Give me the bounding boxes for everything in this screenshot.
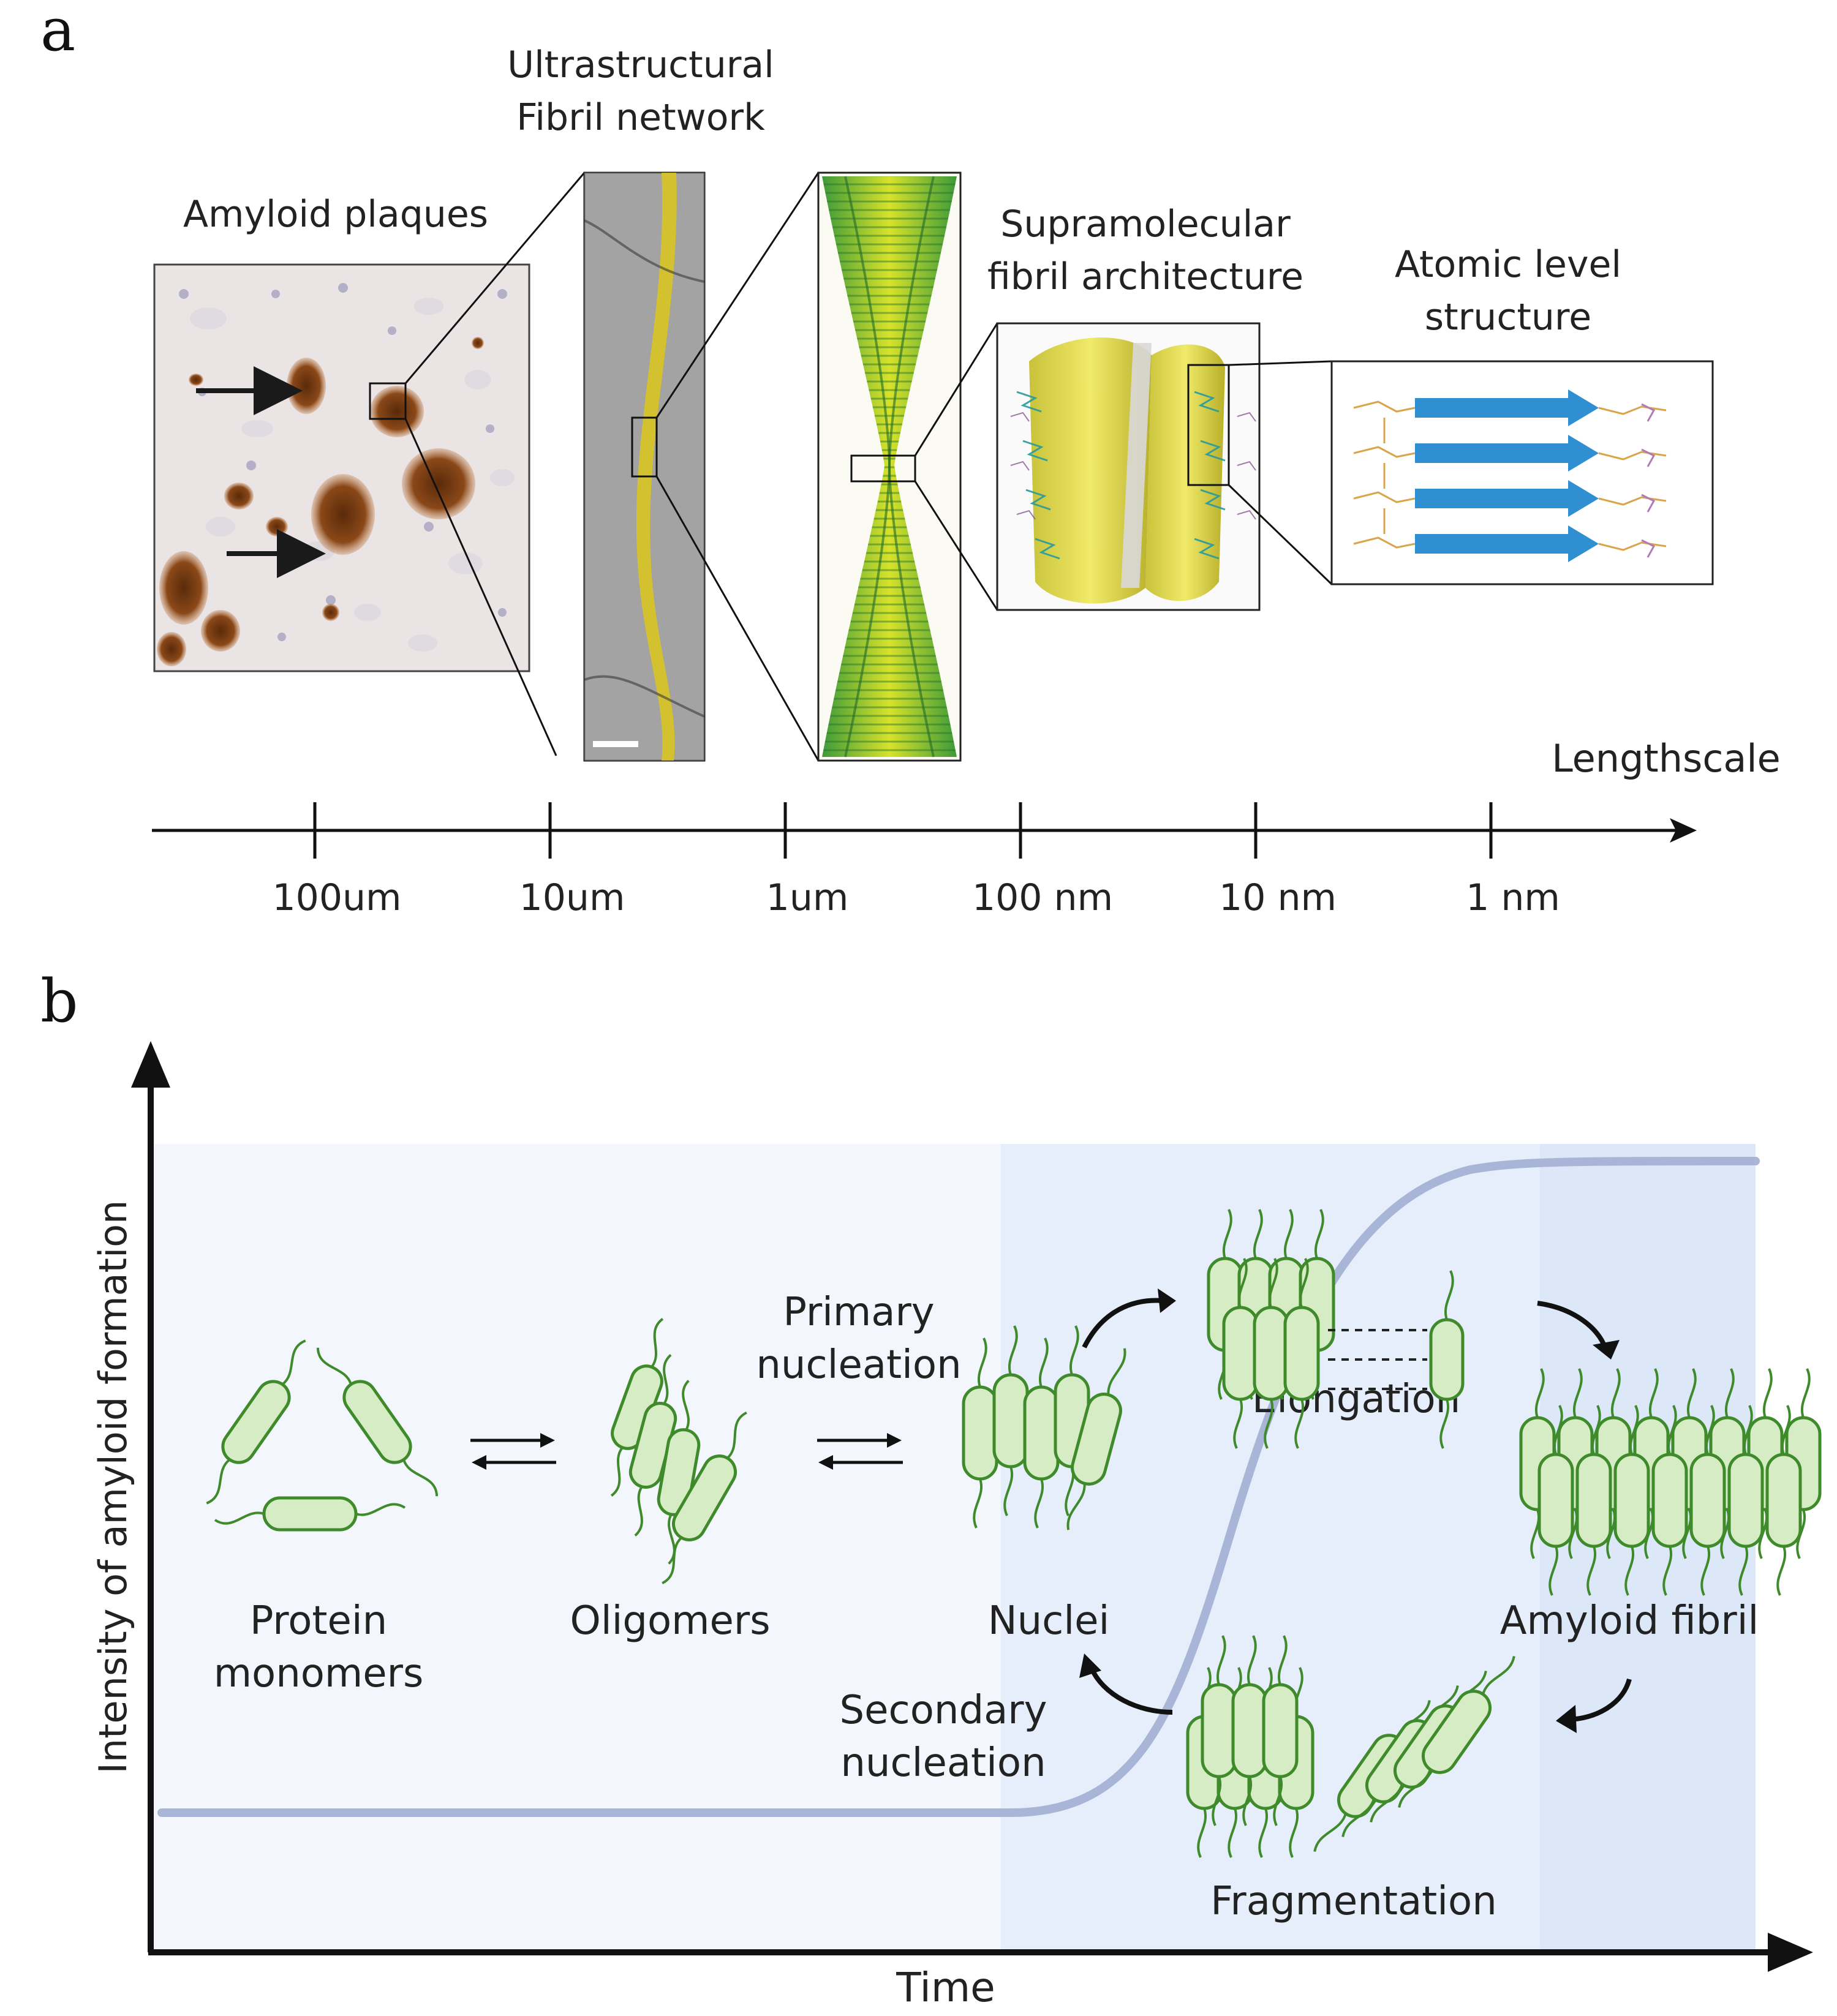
fibril-subunit — [1429, 1270, 1465, 1449]
fibril-subunit — [1727, 1405, 1764, 1596]
fibril-model-image — [817, 171, 962, 762]
label-primary: Primary — [783, 1290, 934, 1335]
fibril-subunit — [1537, 1405, 1574, 1596]
arrow-fragmentation-to-nuclei — [1088, 1664, 1173, 1715]
process-arrowheads — [1079, 1288, 1620, 1733]
x-axis-label: Time — [896, 1964, 995, 2011]
label-oligomers: Oligomers — [570, 1598, 770, 1644]
label-monomers: monomers — [214, 1651, 424, 1696]
lengthscale-tick-label: 10 nm — [1219, 876, 1337, 919]
fibril-subunit — [1201, 1635, 1237, 1826]
protein-monomer — [206, 1339, 306, 1505]
lengthscale-tick-label: 1 nm — [1466, 876, 1560, 919]
y-axis-label: Intensity of amyloid formation — [91, 1200, 135, 1774]
histology-image — [153, 263, 530, 672]
protein-illustrations — [206, 1209, 1822, 1858]
equilibrium-arrows-2 — [817, 1433, 903, 1470]
protein-monomer — [214, 1496, 406, 1532]
arrow-nuclei-to-elongation — [1082, 1298, 1164, 1348]
elongation-dashes — [1328, 1329, 1427, 1390]
lengthscale-tick-label: 100 nm — [972, 876, 1113, 919]
protein-monomer — [662, 1411, 747, 1585]
supramolecular-image — [996, 322, 1261, 611]
protein-monomer — [316, 1347, 439, 1497]
fibril-network-image — [583, 171, 706, 762]
atomic-structure-image — [1330, 360, 1714, 585]
fibril-subunit — [962, 1337, 998, 1529]
fibril-subunit — [1222, 1258, 1259, 1449]
label-network-line2: Fibril network — [516, 96, 765, 139]
fibril-subunit — [1262, 1635, 1299, 1826]
label-fragmentation: Fragmentation — [1210, 1879, 1497, 1924]
label-secondary-nucleation: nucleation — [840, 1740, 1046, 1786]
lengthscale-tick-label: 1um — [766, 876, 849, 919]
fibril-subunit — [1253, 1258, 1289, 1449]
label-amyloid-fibril: Amyloid fibril — [1500, 1598, 1759, 1644]
fibril-subunit — [1575, 1405, 1612, 1596]
lengthscale-tick-label: 10um — [519, 876, 625, 919]
panel-b-letter: b — [40, 967, 78, 1036]
fibril-subunit — [1283, 1258, 1320, 1449]
fibril-subunit — [1689, 1405, 1726, 1596]
process-arrows — [1082, 1298, 1632, 1722]
label-nuclei: Nuclei — [988, 1598, 1110, 1644]
panel-a-letter: a — [40, 0, 75, 64]
arrow-elongation-to-fibril — [1537, 1301, 1607, 1348]
panel-a: a Amyloid plaques Ultrastructural Fibril… — [40, 0, 1781, 919]
label-supramolecular-line1: Supramolecular — [1000, 203, 1291, 246]
label-protein: Protein — [250, 1598, 387, 1644]
fibril-subunit — [1613, 1405, 1650, 1596]
label-atomic-line1: Atomic level — [1395, 243, 1621, 286]
panel-b: b Intensity of amyloid formation Time Pr… — [40, 967, 1822, 2011]
lengthscale-tick-label: 100um — [273, 876, 402, 919]
arrow-fibril-to-fragmentation — [1567, 1678, 1632, 1722]
lengthscale-axis: Lengthscale 100um 10um 1um 100 nm 10 nm 1 nm — [152, 736, 1781, 919]
label-amyloid-plaques: Amyloid plaques — [183, 193, 488, 236]
y-axis-arrowhead — [131, 1041, 170, 1088]
fibril-subunit — [1651, 1405, 1688, 1596]
plateau-phase-region — [1540, 1144, 1756, 1950]
equilibrium-arrows-1 — [470, 1433, 556, 1470]
fibril-subunit — [1765, 1405, 1802, 1596]
label-nucleation: nucleation — [756, 1342, 961, 1388]
fibril-subunit — [1066, 1348, 1126, 1530]
label-supramolecular-line2: fibril architecture — [987, 255, 1303, 298]
fibril-subunit — [1398, 1656, 1515, 1808]
label-secondary: Secondary — [840, 1688, 1047, 1733]
x-axis-arrowhead — [1768, 1933, 1813, 1972]
lengthscale-title: Lengthscale — [1552, 736, 1781, 781]
label-atomic-line2: structure — [1425, 296, 1591, 339]
label-network-line1: Ultrastructural — [507, 43, 774, 86]
